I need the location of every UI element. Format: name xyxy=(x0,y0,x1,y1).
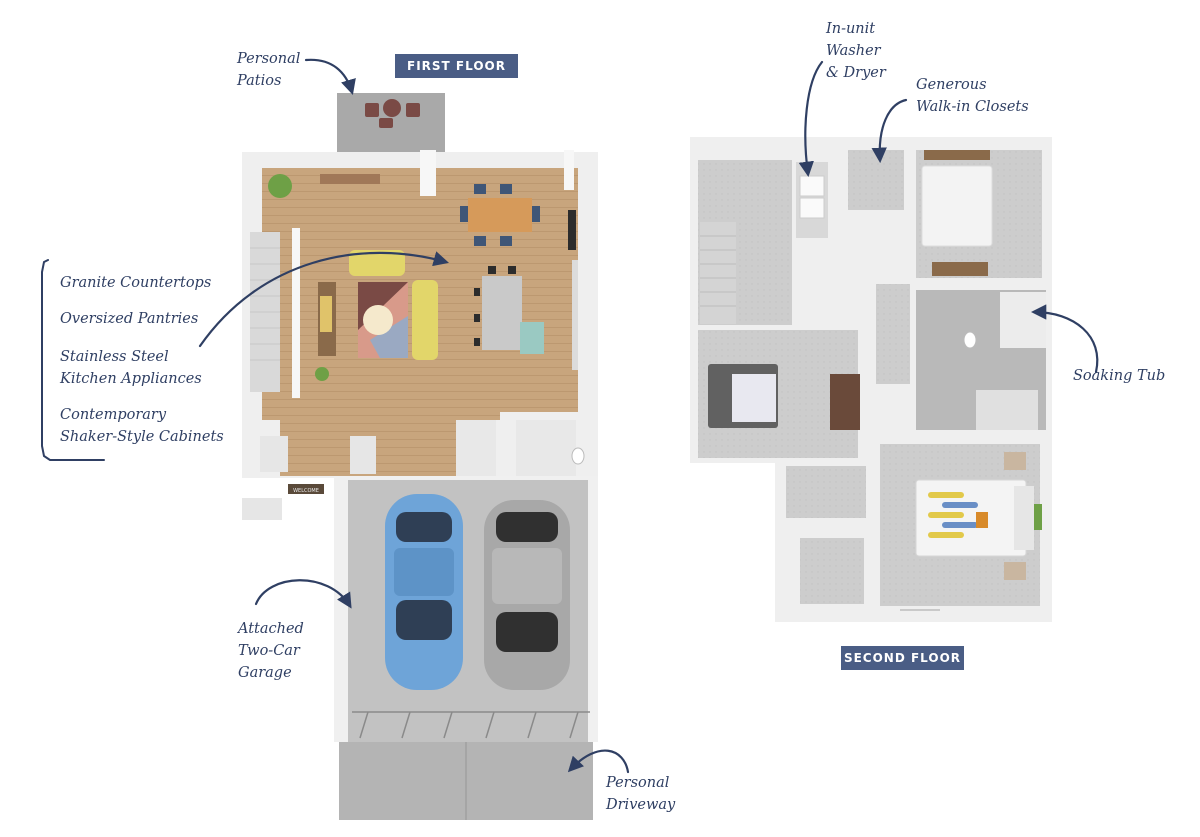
first-floor-plan: WELCOME xyxy=(242,93,598,820)
stairs-second xyxy=(700,222,736,324)
patios-arrow xyxy=(304,58,356,95)
car-blue xyxy=(385,494,463,690)
doormat-label: WELCOME xyxy=(293,488,319,494)
feature-granite-countertops: Granite Countertops xyxy=(60,275,212,291)
second-floor-label: SECOND FLOOR xyxy=(841,646,964,670)
closets-note: Generous Walk-in Closets xyxy=(916,77,1029,115)
garage-arrow xyxy=(254,579,352,609)
car-silver xyxy=(484,500,570,690)
bed-top xyxy=(921,165,993,247)
patio-furniture xyxy=(365,99,420,128)
sofa-yellow-right xyxy=(412,280,438,360)
walk-in-closet-2 xyxy=(786,466,866,518)
feature-list-bracket xyxy=(41,259,105,461)
feature-shaker-cabinets: Contemporary Shaker-Style Cabinets xyxy=(60,407,224,445)
laundry-arrow xyxy=(798,60,824,178)
soaking-tub-arrow xyxy=(1030,304,1099,374)
second-floor-plan xyxy=(690,137,1052,622)
garage-door-segments xyxy=(352,711,590,739)
plant xyxy=(268,174,292,198)
walk-in-closet-1 xyxy=(848,150,904,210)
bathroom-lower xyxy=(800,538,864,604)
closets-arrow xyxy=(871,98,908,164)
feature-stainless-appliances: Stainless Steel Kitchen Appliances xyxy=(60,349,202,387)
soaking-tub-note: Soaking Tub xyxy=(1073,368,1166,384)
features-arrow xyxy=(198,251,449,348)
laundry-note: In-unit Washer & Dryer xyxy=(826,21,886,81)
coffee-table xyxy=(363,305,393,335)
driveway-arrow xyxy=(567,749,630,774)
dining-table xyxy=(468,198,532,232)
feature-oversized-pantries: Oversized Pantries xyxy=(60,311,199,327)
kitchen-island xyxy=(482,276,522,350)
driveway-note: Personal Driveway xyxy=(606,775,676,813)
washer xyxy=(799,175,825,197)
patios-note: Personal Patios xyxy=(237,51,301,89)
garage-note: Attached Two-Car Garage xyxy=(238,621,304,681)
first-floor-label: FIRST FLOOR xyxy=(395,54,518,78)
hall-middle xyxy=(876,284,910,384)
soaking-tub xyxy=(1000,292,1046,348)
sofa-yellow xyxy=(349,250,405,276)
dryer xyxy=(799,197,825,219)
entry-doormat xyxy=(288,484,324,494)
console-table xyxy=(320,174,380,184)
